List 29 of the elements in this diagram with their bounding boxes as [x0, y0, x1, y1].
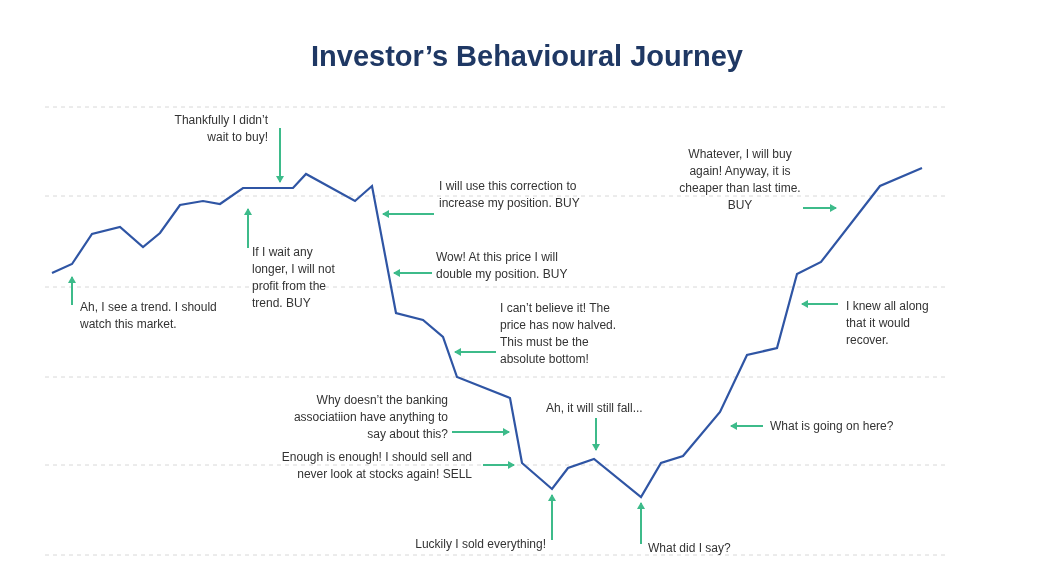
annotation-text: Luckily I sold everything!: [415, 536, 546, 553]
leader-arrow: [637, 502, 645, 545]
leader-arrow: [482, 461, 515, 469]
leader-arrow: [68, 276, 76, 306]
title: Investor’s Behavioural Journey: [310, 40, 744, 73]
annotation-text: Ah, it will still fall...: [546, 400, 643, 417]
leader-arrow: [276, 127, 284, 183]
annotation-text: Ah, I see a trend. I should watch this market.: [80, 299, 240, 333]
leader-arrow: [454, 348, 497, 356]
annotation-text: I can’t believe it! The price has now halved. This must be the absolute bottom!: [500, 300, 630, 368]
leader-arrow: [244, 208, 252, 249]
annotation-text: Thankfully I didn’t wait to buy!: [156, 112, 268, 146]
annotation-text: Wow! At this price I will double my position. BUY: [436, 249, 581, 283]
annotation-text: What is going on here?: [770, 418, 894, 435]
annotation-text: Whatever, I will buy again! Anyway, it is cheaper than last time. BUY: [676, 146, 804, 214]
annotation-text: I knew all along that it would recover.: [846, 298, 942, 349]
leader-arrow: [393, 269, 433, 277]
leader-arrow: [382, 210, 435, 218]
leader-arrow: [802, 204, 837, 212]
annotation-text: Why doesn’t the banking associatiion have anything to say about this?: [276, 392, 448, 443]
annotation-text: I will use this correction to increase my position. BUY: [439, 178, 584, 212]
leader-arrow: [801, 300, 839, 308]
annotation-text: Enough is enough! I should sell and never look at stocks again! SELL: [254, 449, 472, 483]
annotation-text: What did I say?: [648, 540, 731, 557]
leader-arrow: [548, 494, 556, 541]
leader-arrow: [730, 422, 764, 430]
leader-arrow: [592, 417, 600, 451]
annotation-text: If I wait any longer, I will not profit from the trend. BUY: [252, 244, 348, 312]
leader-arrow: [451, 428, 510, 436]
